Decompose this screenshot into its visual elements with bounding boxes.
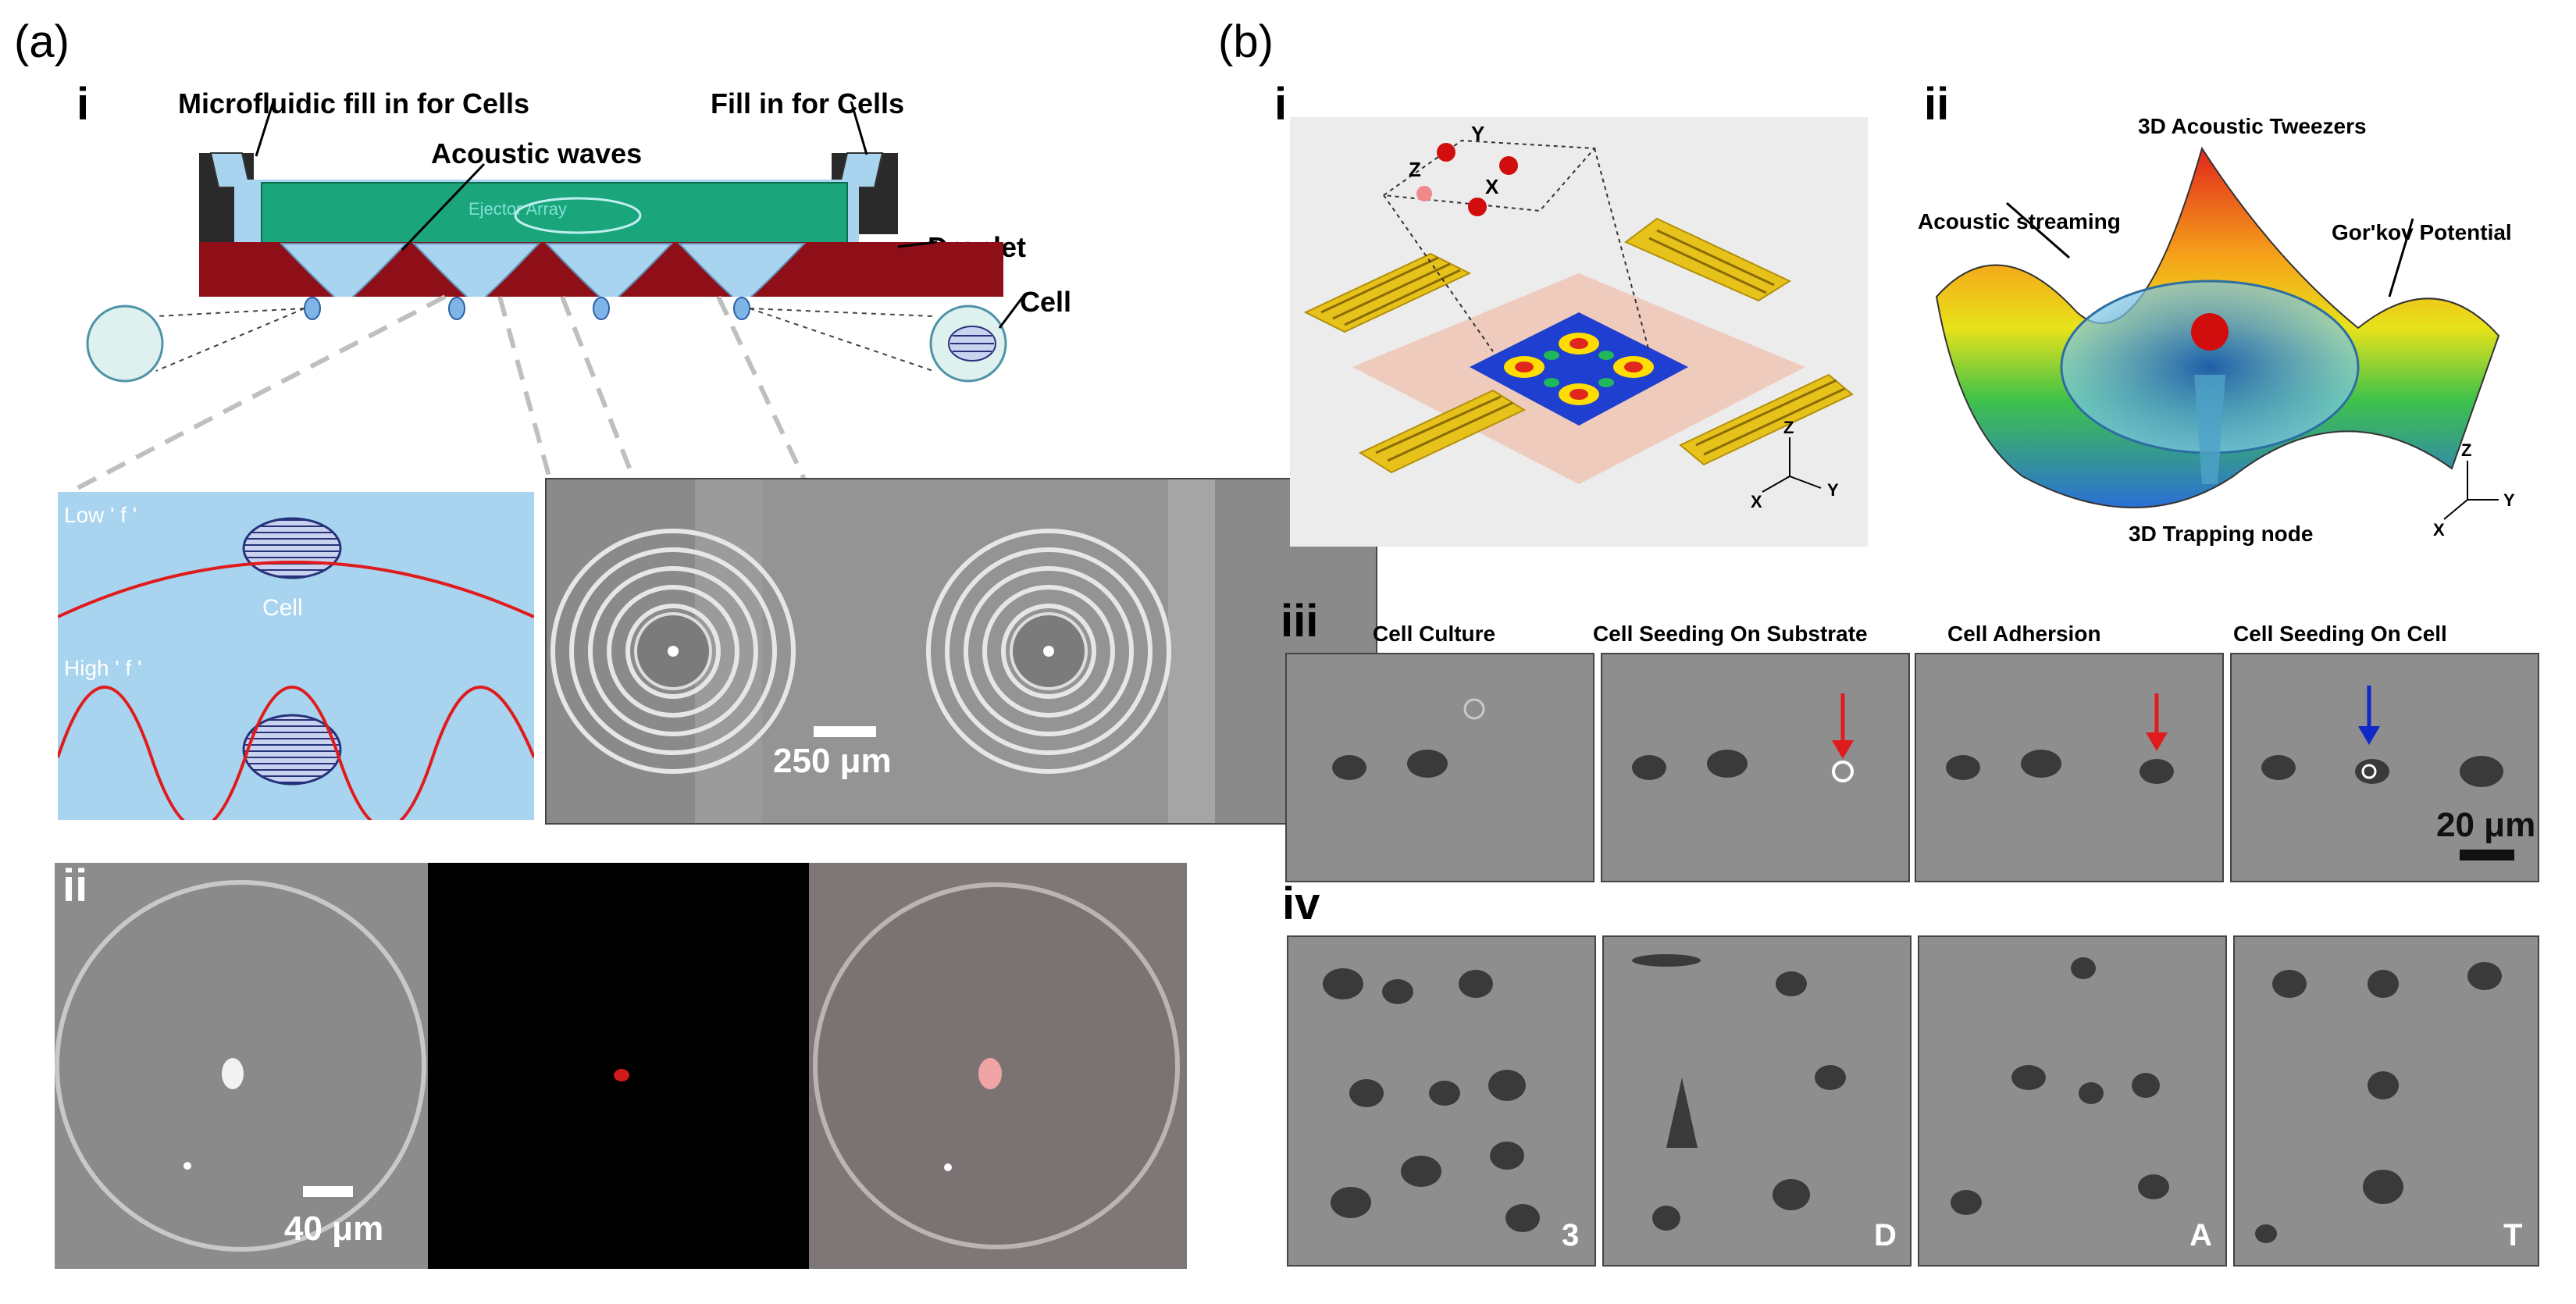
droplet-fluorescence-strip: 40 μm ii [55, 860, 1187, 1269]
panel-b-label: (b) [1218, 16, 1274, 67]
scale-bar-250 [814, 726, 876, 737]
brightfield-droplet [55, 880, 426, 1252]
panel-b-i-label: i [1274, 79, 1288, 130]
panel-b-iii-label: iii [1281, 596, 1319, 647]
label-cell: Cell [1020, 286, 1072, 318]
scale-250-label: 250 μm [773, 742, 892, 780]
fluorescence-image [428, 863, 809, 1269]
high-f-label: High ' f ' [64, 656, 142, 680]
electrode-rings [547, 479, 1376, 823]
surface-triad-x: X [2433, 520, 2445, 540]
triad-x: X [1751, 492, 1762, 511]
tweezers-title: 3D Acoustic Tweezers [2138, 114, 2367, 138]
header-seeding-cell: Cell Seeding On Cell [2233, 622, 2447, 646]
inset-axis-y: Y [1471, 122, 1484, 145]
surface-triad-y: Y [2503, 490, 2515, 510]
surface-triad-z: Z [2461, 440, 2471, 460]
iii-cells-1 [1332, 698, 1485, 780]
header-cell-culture: Cell Culture [1373, 622, 1496, 646]
panel-a-label: (a) [14, 16, 69, 67]
frequency-zoom-panel: Low ' f ' High ' f ' Cell [58, 492, 534, 820]
inset-axis-x: X [1485, 175, 1499, 198]
trapping-node-label: 3D Trapping node [2129, 522, 2314, 546]
label-microfluidic-fill: Microfluidic fill in for Cells [178, 87, 530, 119]
triad-y: Y [1827, 480, 1839, 500]
ejector-device-schematic: Ejector Array [86, 102, 1024, 383]
header-seeding-substrate: Cell Seeding On Substrate [1593, 622, 1868, 646]
scale-40-label: 40 μm [284, 1210, 384, 1248]
gorkov-potential-surface: Z Y X [1935, 146, 2515, 540]
iv-letter-D: D [1874, 1218, 1897, 1252]
scale-bar-20 [2460, 850, 2514, 860]
panel-b-iv-label: iv [1282, 878, 1320, 929]
iii-cells-4 [2261, 686, 2503, 787]
gorkov-label: Gor'kov Potential [2332, 220, 2512, 244]
label-fill-in-cells: Fill in for Cells [711, 87, 905, 119]
iv-letter-A: A [2189, 1218, 2212, 1252]
label-acoustic-waves: Acoustic waves [431, 137, 643, 169]
inset-axis-z: Z [1409, 158, 1421, 181]
scale-bar-40 [303, 1186, 353, 1197]
iii-frame-4: 20 μm [2230, 653, 2539, 882]
triad-z: Z [1783, 418, 1794, 437]
iii-cells-3 [1946, 693, 2174, 784]
merged-image [809, 863, 1187, 1269]
iii-frame-3 [1915, 653, 2224, 882]
frequency-wave-diagram [58, 517, 534, 820]
iii-frame-2 [1601, 653, 1910, 882]
saw-device-illustration: Y Z X Z Y X [1303, 122, 1854, 511]
panel-a-i-label: i [77, 79, 90, 130]
merged-droplet [813, 882, 1180, 1249]
zoom-cell-label: Cell [262, 595, 303, 621]
svg-text:Ejector Array: Ejector Array [469, 199, 567, 219]
iii-frame-1 [1285, 653, 1594, 882]
electrode-micrograph: 250 μm [545, 478, 1377, 825]
iv-cells-4 [2255, 962, 2502, 1243]
iv-letter-T: T [2503, 1218, 2523, 1252]
brightfield-image: 40 μm [55, 863, 428, 1269]
iv-frame-1: 3 [1287, 935, 1596, 1267]
iv-letter-3: 3 [1562, 1218, 1580, 1252]
iv-cells-2 [1632, 954, 1846, 1231]
panel-a-ii-label: ii [62, 860, 88, 911]
saw-device-render: Y Z X Z Y X [1290, 117, 1868, 547]
panel-b-ii-label: ii [1924, 79, 1950, 130]
iv-frame-4: T [2233, 935, 2539, 1267]
low-f-label: Low ' f ' [64, 503, 137, 527]
iii-cells-2 [1632, 693, 1854, 782]
fluorescent-cell [614, 1069, 629, 1081]
header-adhesion: Cell Adhersion [1947, 622, 2101, 646]
iv-frame-2: D [1602, 935, 1912, 1267]
iv-frame-3: A [1918, 935, 2227, 1267]
zoom-guide-lines [61, 294, 814, 498]
scale-20-label: 20 μm [2436, 806, 2536, 844]
iv-cells-3 [1951, 957, 2169, 1215]
iv-cells-1 [1323, 968, 1540, 1232]
